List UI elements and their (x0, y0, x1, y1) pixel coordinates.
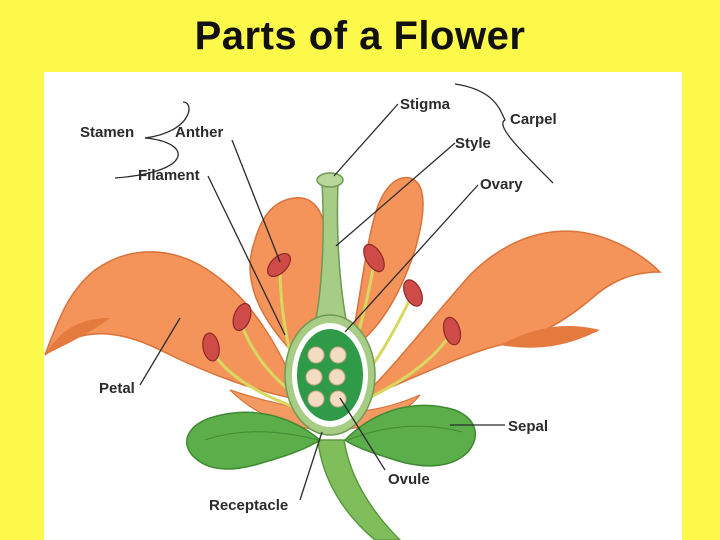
stigma (316, 172, 344, 188)
ovules (305, 346, 347, 408)
petal-right (359, 230, 662, 401)
label-sepal: Sepal (508, 418, 548, 435)
anther-1 (266, 252, 292, 278)
leader-stigma (333, 103, 399, 177)
anther-5 (403, 279, 423, 307)
label-stigma: Stigma (400, 96, 451, 113)
leader-style (335, 142, 456, 247)
bracket-stamen (114, 101, 190, 179)
anthers (202, 243, 462, 362)
anther-6 (442, 316, 462, 346)
label-anther: Anther (175, 124, 223, 141)
bracket-carpel (454, 83, 554, 184)
leader-anther (231, 139, 281, 263)
anther-4 (363, 243, 385, 273)
label-receptacle: Receptacle (209, 497, 288, 514)
anther-3 (202, 332, 220, 362)
label-carpel: Carpel (510, 111, 557, 128)
sepal-left (186, 411, 322, 470)
slide-title: Parts of a Flower (194, 14, 526, 58)
leader-ovule (339, 397, 386, 471)
label-petal: Petal (99, 380, 135, 397)
leader-petal (139, 317, 181, 386)
leader-lines (114, 83, 554, 501)
petal-right-shade (500, 325, 600, 348)
leader-ovary (344, 184, 479, 333)
label-style: Style (455, 135, 491, 152)
label-stamen: Stamen (80, 124, 134, 141)
label-ovary: Ovary (480, 176, 523, 193)
petal-left-shade (45, 318, 110, 355)
label-ovule: Ovule (388, 471, 430, 488)
sepal-right (343, 404, 477, 467)
stem (317, 439, 402, 540)
leader-filament (207, 175, 286, 336)
sepal-vein-right (347, 425, 463, 441)
leader-receptacle (299, 431, 323, 501)
anther-2 (232, 302, 252, 332)
sepal-vein-left (204, 431, 319, 441)
petal-left (44, 251, 302, 401)
label-filament: Filament (138, 167, 200, 184)
